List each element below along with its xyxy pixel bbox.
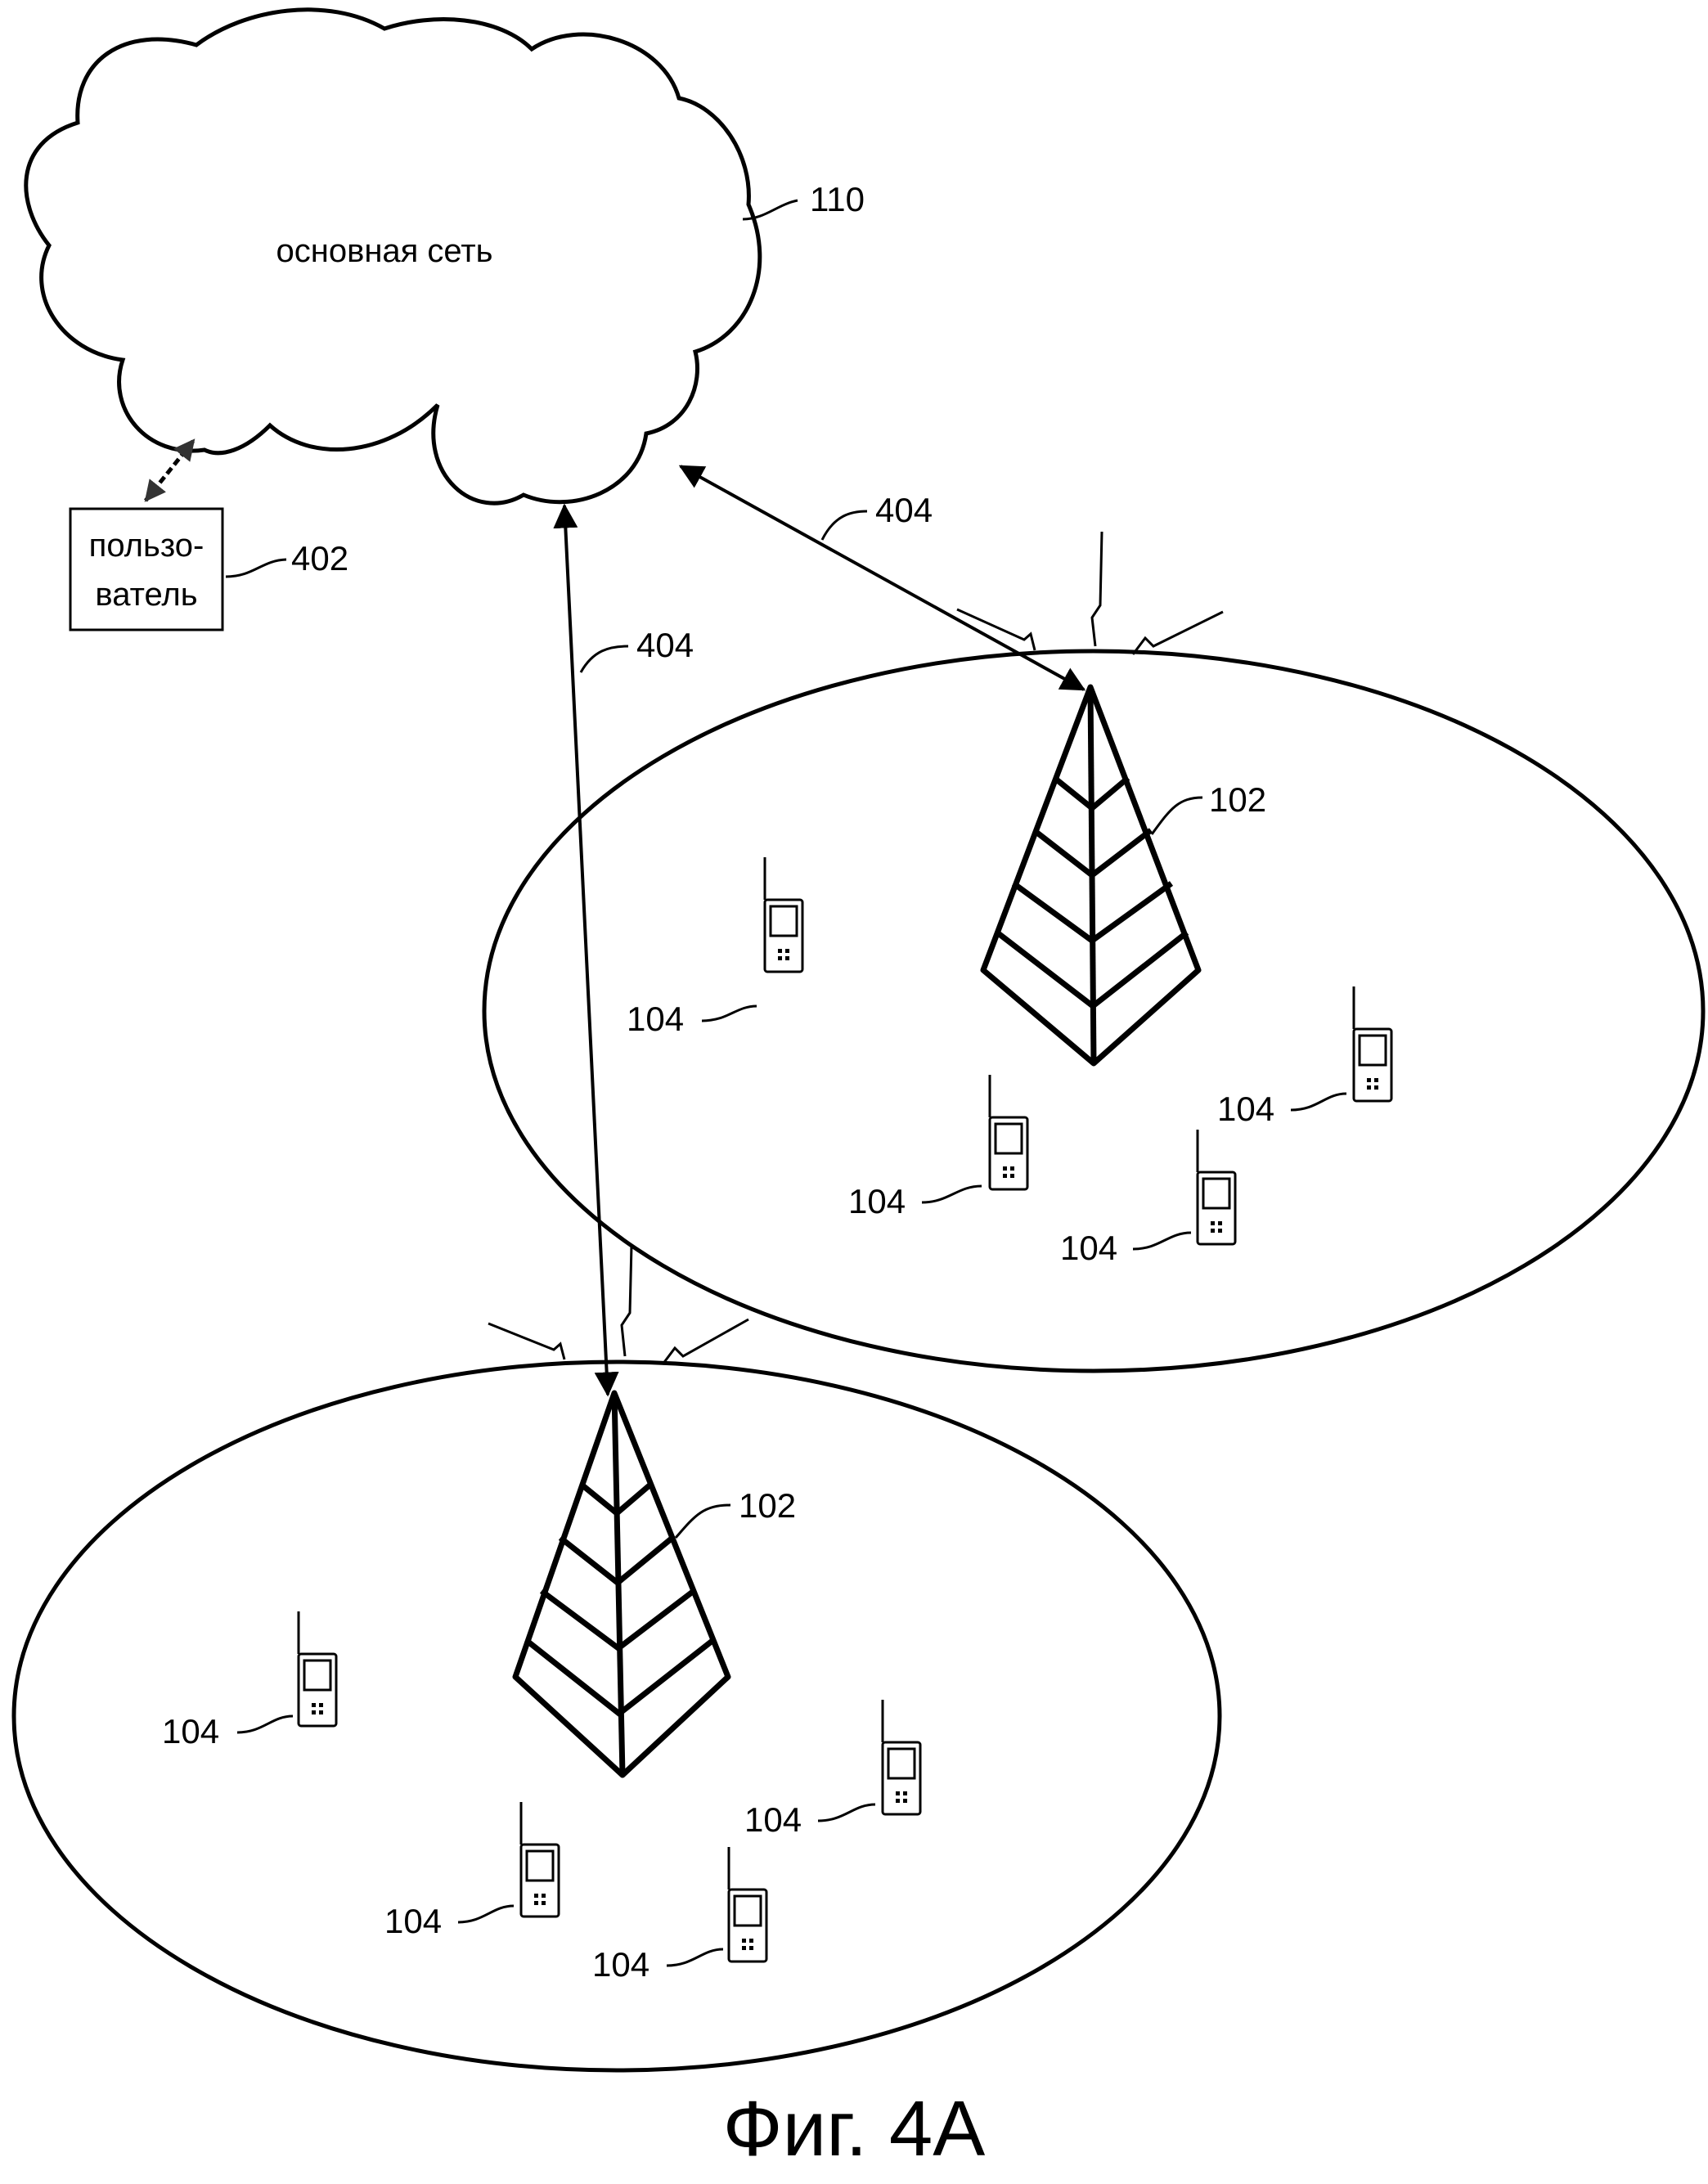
leader-104 (1290, 1092, 1347, 1112)
leader-104 (701, 1004, 757, 1022)
mobile-terminal-icon (763, 857, 804, 973)
user-box-label-line2: ватель (95, 577, 197, 613)
ref-label-102-lower: 102 (739, 1486, 796, 1525)
leader-104 (817, 1803, 876, 1822)
ref-label-104: 104 (162, 1712, 219, 1750)
base-station-tower-lower (512, 1390, 731, 1778)
ref-label-404-upper: 404 (875, 491, 933, 529)
leader-402 (225, 558, 287, 578)
backhaul-link-lower (553, 503, 619, 1397)
ref-label-104: 104 (744, 1800, 802, 1839)
leader-102-upper (1150, 796, 1203, 835)
leader-104 (666, 1948, 724, 1967)
core-network-cloud (24, 7, 762, 506)
leader-104 (921, 1184, 982, 1204)
ref-label-104: 104 (627, 1000, 684, 1038)
leader-102-lower (674, 1503, 731, 1539)
ref-label-110: 110 (810, 180, 865, 218)
leader-110 (742, 199, 798, 221)
ref-label-104: 104 (848, 1182, 906, 1220)
mobile-terminal-icon (881, 1700, 922, 1816)
base-station-tower-upper (980, 684, 1202, 1067)
mobile-terminal-icon (1352, 986, 1393, 1103)
mobile-terminal-icon (1196, 1130, 1237, 1246)
leader-104 (1132, 1231, 1192, 1251)
ref-label-102-upper: 102 (1209, 780, 1266, 819)
ref-label-404-lower: 404 (636, 626, 694, 664)
leader-404-upper (820, 510, 868, 541)
user-box-label-line1: пользо- (89, 528, 205, 564)
mobile-terminal-icon (519, 1802, 560, 1918)
ref-label-104: 104 (1060, 1229, 1117, 1267)
leader-404-lower (579, 645, 629, 673)
leader-104 (457, 1904, 515, 1924)
user-cloud-link (144, 438, 196, 502)
ref-label-104: 104 (384, 1902, 442, 1940)
ref-label-104: 104 (1217, 1090, 1274, 1128)
cloud-label: основная сеть (276, 233, 492, 269)
mobile-terminal-icon (297, 1611, 338, 1728)
antenna-symbol-lower (488, 1244, 749, 1365)
figure-caption: Фиг. 4А (723, 2085, 986, 2173)
ref-label-402: 402 (291, 539, 348, 577)
antenna-symbol-upper (956, 531, 1224, 655)
user-box (69, 507, 224, 631)
mobile-terminal-icon (988, 1075, 1029, 1191)
mobile-terminal-icon (727, 1847, 768, 1963)
leader-104 (236, 1714, 294, 1734)
ref-label-104: 104 (592, 1945, 649, 1984)
backhaul-link-upper (678, 465, 1086, 691)
cell-coverage-upper (482, 649, 1706, 1373)
